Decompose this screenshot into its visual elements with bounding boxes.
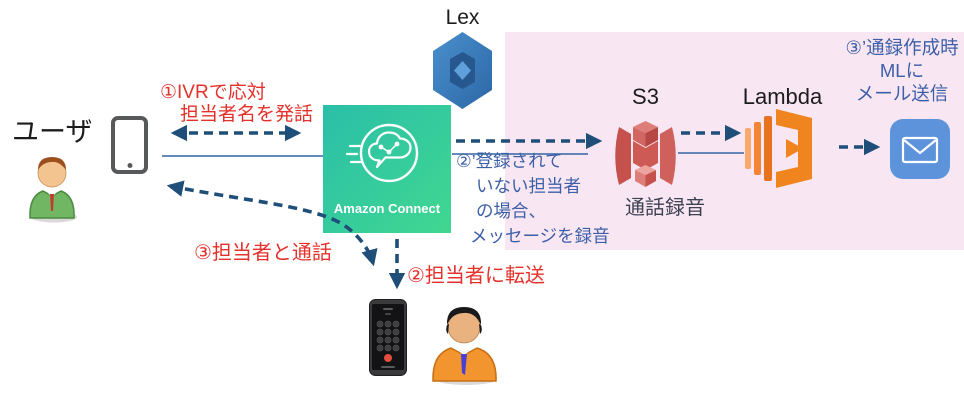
annotation-line: ③’通録作成時 <box>845 37 959 58</box>
annotation-line: ②’登録されて <box>456 151 563 171</box>
lex-label: Lex <box>445 6 480 29</box>
s3-caption: 通話録音 <box>625 197 705 219</box>
envelope-icon <box>890 119 950 179</box>
user-label: ユーザ <box>12 117 93 147</box>
annotation-line: メッセージを録音 <box>470 226 610 246</box>
agent-person-icon <box>432 307 497 385</box>
annotation-line: いない担当者 <box>476 176 581 196</box>
annotation-line: メール送信 <box>855 83 949 104</box>
lex-icon <box>433 32 492 109</box>
annotation-step3: ③担当者と通話 <box>194 242 332 264</box>
annotation-line: の場合、 <box>476 201 546 221</box>
dialpad-phone-icon <box>369 299 407 376</box>
annotation-line: 担当者名を発話 <box>180 104 314 126</box>
annotation-step2: ②担当者に転送 <box>407 265 545 287</box>
user-person-icon <box>29 157 77 223</box>
annotation-step1: ①IVRで応対 担当者名を発話 <box>160 82 313 127</box>
smartphone-icon <box>111 116 148 174</box>
annotation-line: ①IVRで応対 <box>160 82 266 103</box>
lambda-icon <box>745 109 812 188</box>
amazon-connect-label: Amazon Connect <box>334 201 441 216</box>
s3-icon <box>615 121 676 187</box>
s3-label: S3 <box>632 84 659 109</box>
amazon-connect-icon: Amazon Connect <box>323 105 451 233</box>
annotation-step2-alt: ②’登録されて いない担当者 の場合、 メッセージを録音 <box>456 149 610 249</box>
annotation-line: MLに <box>879 60 925 81</box>
lambda-label: Lambda <box>742 84 823 109</box>
annotation-step3-alt: ③’通録作成時 MLに メール送信 <box>840 36 964 105</box>
